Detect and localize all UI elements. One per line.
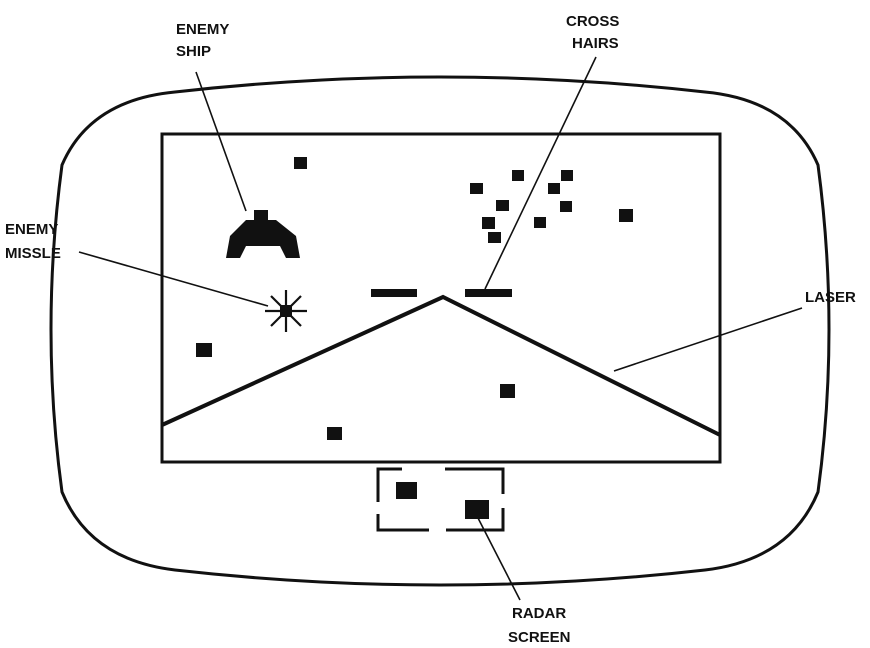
radar-blip	[465, 500, 489, 519]
game-display	[160, 132, 722, 464]
star	[482, 217, 495, 229]
enemy-ship-label-line2: SHIP	[176, 43, 211, 60]
star	[488, 232, 501, 243]
enemy-ship-leader	[195, 71, 247, 212]
star-field	[196, 157, 633, 440]
enemy-missile-icon	[265, 290, 307, 332]
star	[560, 201, 572, 212]
star	[500, 384, 515, 398]
star	[548, 183, 560, 194]
cross-hairs-label-line2: HAIRS	[572, 35, 619, 52]
tv-bezel	[49, 75, 831, 587]
star	[496, 200, 509, 211]
cross-hairs-label-line1: CROSS	[566, 13, 619, 30]
radar-screen-label-line2: SCREEN	[508, 629, 571, 646]
enemy-missle-label-line1: ENEMY	[5, 221, 58, 238]
laser-leader	[613, 307, 803, 372]
cross-hairs-leader	[484, 56, 597, 290]
star	[294, 157, 307, 169]
star	[512, 170, 524, 181]
crosshair-right-bar	[465, 289, 512, 297]
enemy-missle-leader	[78, 251, 269, 307]
enemy-ship-label-line1: ENEMY	[176, 21, 229, 38]
star	[619, 209, 633, 222]
radar-screen	[376, 467, 505, 532]
star	[534, 217, 546, 228]
radar-screen-label-line1: RADAR	[512, 605, 566, 622]
callout-lines	[78, 56, 803, 601]
star	[196, 343, 212, 357]
crosshair-left-bar	[371, 289, 417, 297]
radar-blip	[396, 482, 417, 499]
star	[561, 170, 573, 181]
laser-label: LASER	[805, 289, 856, 306]
radar-screen-leader	[477, 517, 521, 601]
laser-beam	[161, 294, 721, 437]
star	[327, 427, 342, 440]
enemy-ship-icon	[226, 210, 300, 258]
star	[470, 183, 483, 194]
enemy-missle-label-line2: MISSLE	[5, 245, 61, 262]
